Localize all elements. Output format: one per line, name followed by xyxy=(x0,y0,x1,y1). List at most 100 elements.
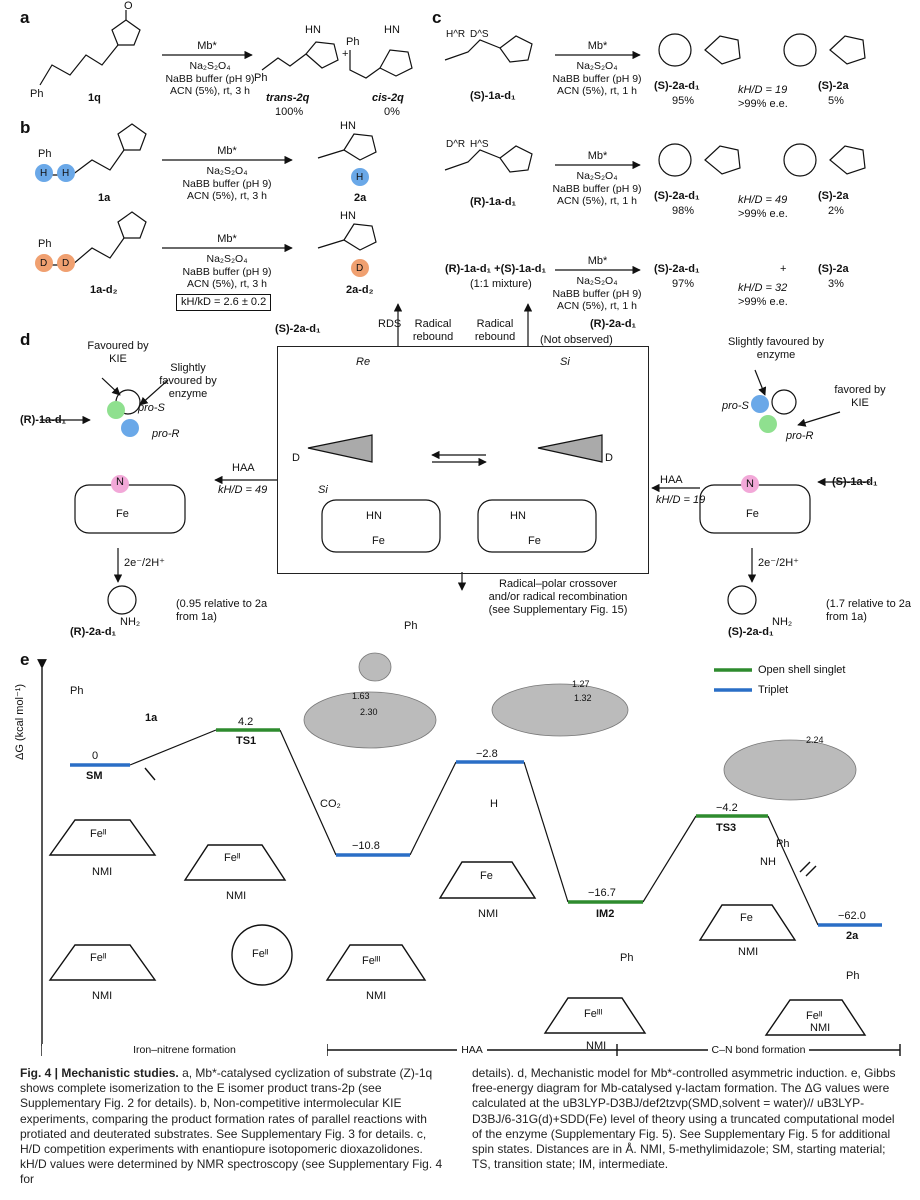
row2-yield2: 2% xyxy=(828,205,844,217)
h-ts2: H xyxy=(490,798,498,810)
hn-label-cis: HN xyxy=(384,24,400,36)
ph-label-trans: Ph xyxy=(254,72,268,84)
state-ts3-name: TS3 xyxy=(716,822,737,834)
pro-s-right: pro-S xyxy=(722,400,749,412)
yield-cis: 0% xyxy=(384,106,400,118)
panel-label-b: b xyxy=(20,118,31,137)
favoured-kie-label: Favoured by KIE xyxy=(87,340,149,365)
row2-product2: (S)-2a xyxy=(818,190,849,202)
product-2a-d2: 2a-d₂ xyxy=(346,284,374,296)
phase-iron-nitrene: Iron–nitrene formation xyxy=(42,1044,327,1057)
nmi-ref: NMI xyxy=(92,990,113,1002)
product-trans-2q: trans-2q xyxy=(266,92,310,104)
left-substrate: (R)-1a-d₁ xyxy=(20,414,67,426)
slightly-favoured-left: Slightly favoured by enzyme xyxy=(159,362,217,400)
enzyme-label-c3: Mb* xyxy=(587,255,608,267)
row3-product1: (S)-2a-d₁ xyxy=(654,263,700,275)
row2-yield1: 98% xyxy=(672,205,695,217)
pro-r-left: pro-R xyxy=(152,428,180,440)
state-2a-value: −62.0 xyxy=(838,910,866,922)
distance-1: 1.63 xyxy=(352,691,370,701)
top-left-product: (S)-2a-d₁ xyxy=(275,323,321,335)
row2-ee: >99% e.e. xyxy=(738,208,788,220)
d-radical-left: D xyxy=(292,452,300,464)
legend-singlet: Open shell singlet xyxy=(758,664,846,676)
d-atom-1: D xyxy=(40,258,48,269)
d-atom-2: D xyxy=(62,258,70,269)
redox-right: 2e⁻/2H⁺ xyxy=(758,557,799,569)
rds-label: RDS xyxy=(378,318,402,330)
row3-ee: >99% e.e. xyxy=(738,296,788,308)
caption-text-1: a, Mb*-catalysed cyclization of substrat… xyxy=(20,1066,443,1187)
plus-c3: + xyxy=(780,263,787,275)
substrate-1a-e: 1a xyxy=(145,712,158,724)
hn-label-trans: HN xyxy=(305,24,321,36)
row1-yield1: 95% xyxy=(672,95,695,107)
ph-label-cis: Ph xyxy=(346,36,360,48)
fe2-ts1: Feᴵᴵ xyxy=(224,852,241,864)
mechanism-box xyxy=(277,346,649,574)
nmi-sm: NMI xyxy=(92,866,113,878)
row1-substrate: (S)-1a-d₁ xyxy=(470,90,516,102)
redox-left: 2e⁻/2H⁺ xyxy=(124,557,165,569)
haa-right: HAA xyxy=(660,474,683,486)
caption-col-2: details). d, Mechanistic model for Mb*-c… xyxy=(472,1066,902,1172)
nh2-left: NH₂ xyxy=(120,616,141,628)
hn-label-b1: HN xyxy=(340,120,356,132)
pro-s-left: pro-S xyxy=(138,402,165,414)
fe-left: Fe xyxy=(116,508,129,520)
row1-product1: (S)-2a-d₁ xyxy=(654,80,700,92)
panel-label-e: e xyxy=(20,650,30,669)
rebound-left: Radical rebound xyxy=(412,318,454,343)
pro-r-right: pro-R xyxy=(786,430,814,442)
hn-label-b2: HN xyxy=(340,210,356,222)
hn-right-box: HN xyxy=(510,510,526,522)
ph-1a: Ph xyxy=(70,685,84,697)
ph-label: Ph xyxy=(30,88,44,100)
left-product: (R)-2a-d₁ xyxy=(70,626,117,638)
right-substrate: (S)-1a-d₁ xyxy=(832,476,878,488)
ph-lactone: Ph xyxy=(404,620,418,632)
row1-product2: (S)-2a xyxy=(818,80,849,92)
row2-substrate: (R)-1a-d₁ xyxy=(470,196,517,208)
not-observed: (Not observed) xyxy=(540,334,613,346)
figure-title: Fig. 4 | Mechanistic studies. xyxy=(20,1066,179,1080)
re-face: Re xyxy=(356,356,371,368)
ph-label-b1: Ph xyxy=(38,148,52,160)
caption-col-1: Fig. 4 | Mechanistic studies. a, Mb*-cat… xyxy=(20,1066,448,1188)
nmi-im1: NMI xyxy=(366,990,387,1002)
nmi-ts3: NMI xyxy=(738,946,759,958)
state-im1-value: −10.8 xyxy=(352,840,380,852)
phase-cn-bond: C–N bond formation xyxy=(617,1044,900,1057)
nmi-ts2: NMI xyxy=(478,908,499,920)
state-ts3-value: −4.2 xyxy=(716,802,738,814)
fe-ts3: Fe xyxy=(740,912,753,924)
substrate-1q: 1q xyxy=(88,92,101,104)
slightly-favoured-right: Slightly favoured by enzyme xyxy=(728,336,824,361)
ds-label: D^S xyxy=(470,29,489,40)
carbonyl-o: O xyxy=(124,0,133,12)
product-cis-2q: cis-2q xyxy=(372,92,404,104)
ph-im2: Ph xyxy=(620,952,634,964)
yield-trans: 100% xyxy=(275,106,304,118)
distance-4: 1.32 xyxy=(574,693,592,703)
panel-label-c: c xyxy=(432,8,442,27)
enzyme-label-b1: Mb* xyxy=(217,145,237,157)
ph-2a: Ph xyxy=(846,970,860,982)
si-face-left: Si xyxy=(318,484,328,496)
fe-box-left: Fe xyxy=(372,535,385,547)
left-note: (0.95 relative to 2a from 1a) xyxy=(176,598,268,623)
caption-text-2: details). d, Mechanistic model for Mb*-c… xyxy=(472,1066,896,1172)
state-ts2-value: −2.8 xyxy=(476,748,498,760)
favored-kie-right: favored by KIE xyxy=(834,384,886,409)
rebound-right: Radical rebound xyxy=(474,318,516,343)
distance-2: 2.30 xyxy=(360,707,378,717)
d-radical-right: D xyxy=(605,452,613,464)
enzyme-label-c1: Mb* xyxy=(587,40,608,52)
enzyme-label-a: Mb* xyxy=(197,40,217,52)
row3-mix: (1:1 mixture) xyxy=(470,278,532,290)
